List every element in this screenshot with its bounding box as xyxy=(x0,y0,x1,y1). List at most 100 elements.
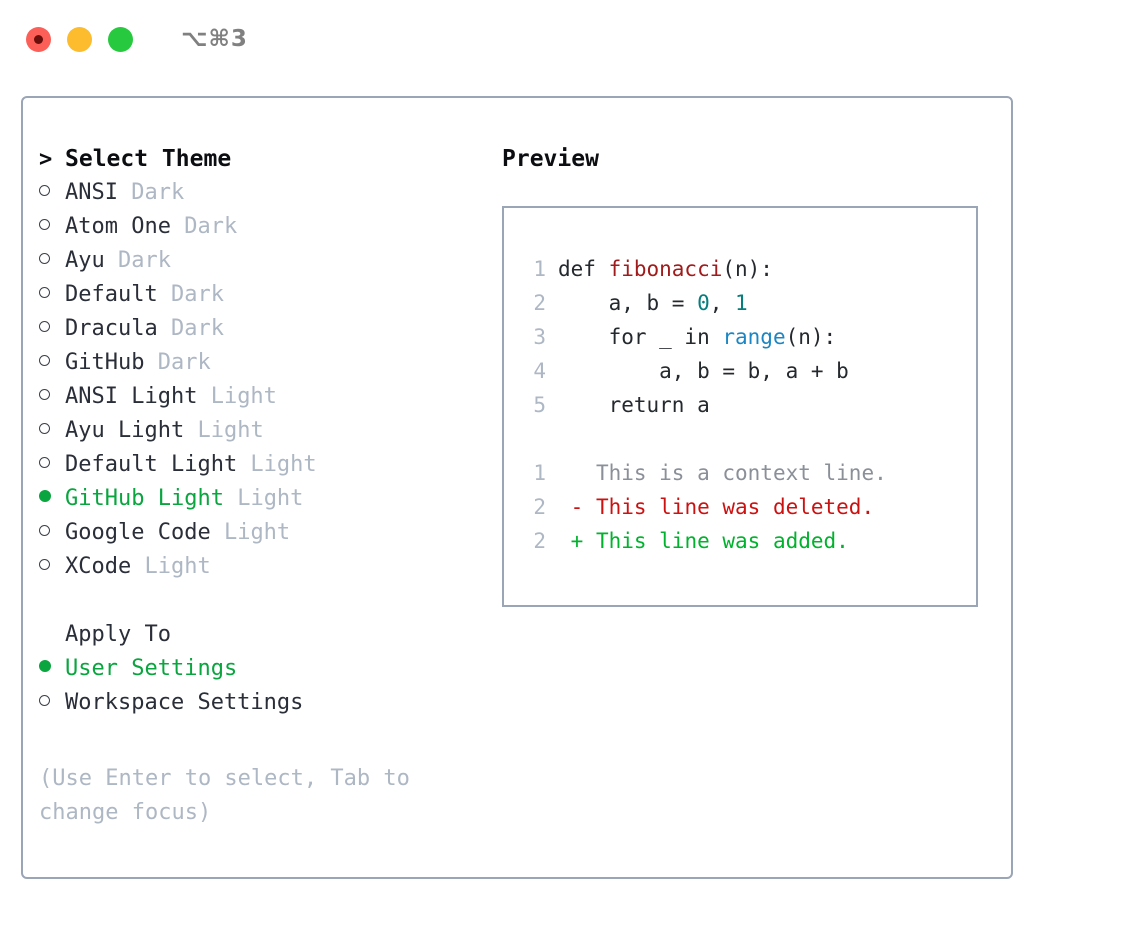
apply-to-option-label: User Settings xyxy=(65,656,238,681)
theme-name-label: GitHub xyxy=(65,350,145,375)
code-line-content: a, b = b, a + b xyxy=(558,354,849,388)
theme-variant-tag: Light xyxy=(223,486,304,511)
code-line-content: return a xyxy=(558,388,710,422)
radio-unselected-icon[interactable] xyxy=(39,389,50,400)
code-line: 2 a, b = 0, 1 xyxy=(522,286,976,320)
code-token-plain: def xyxy=(558,257,609,281)
radio-selected-icon[interactable] xyxy=(39,490,51,502)
apply-to-radio-marker xyxy=(39,686,65,720)
preview-heading: Preview xyxy=(502,146,599,172)
code-token-plain: (n): xyxy=(722,257,773,281)
apply-to-option[interactable]: User Settings xyxy=(39,652,469,686)
code-token-plain: a, b = b, a + b xyxy=(558,359,849,383)
diff-sign: + xyxy=(558,529,596,553)
code-line-number: 5 xyxy=(533,393,546,417)
code-token-num: 0 xyxy=(697,291,710,315)
theme-name-label: Ayu xyxy=(65,248,105,273)
code-diff-spacer xyxy=(522,422,976,456)
code-token-plain: , xyxy=(709,291,736,315)
theme-list-item[interactable]: ANSI Light Light xyxy=(39,380,469,414)
apply-to-radio-marker xyxy=(39,652,65,686)
close-window-button[interactable] xyxy=(26,26,51,52)
theme-variant-tag: Dark xyxy=(104,248,171,273)
minimize-window-button[interactable] xyxy=(67,26,92,52)
diff-line: 2 - This line was deleted. xyxy=(522,490,976,524)
theme-variant-tag: Dark xyxy=(144,350,211,375)
radio-selected-icon[interactable] xyxy=(39,660,51,672)
diff-line: 2 + This line was added. xyxy=(522,524,976,558)
theme-list-item[interactable]: ANSI Dark xyxy=(39,176,469,210)
diff-sign xyxy=(558,456,596,490)
theme-name-label: Ayu Light xyxy=(65,418,185,443)
radio-unselected-icon[interactable] xyxy=(39,287,50,298)
theme-list-item[interactable]: Google Code Light xyxy=(39,516,469,550)
theme-radio-marker xyxy=(39,312,65,346)
keyboard-shortcut-label: ⌥⌘3 xyxy=(181,26,248,52)
apply-to-option-label: Workspace Settings xyxy=(65,690,304,715)
radio-unselected-icon[interactable] xyxy=(39,185,50,196)
code-line: 4 a, b = b, a + b xyxy=(522,354,976,388)
theme-radio-marker xyxy=(39,482,65,516)
theme-variant-tag: Dark xyxy=(170,214,238,239)
theme-list-item[interactable]: XCode Light xyxy=(39,550,469,584)
radio-unselected-icon[interactable] xyxy=(39,695,50,706)
theme-list-item[interactable]: GitHub Light Light xyxy=(39,482,469,516)
select-theme-heading-label: Select Theme xyxy=(65,146,232,172)
code-token-fn: fibonacci xyxy=(608,257,723,281)
theme-variant-tag: Light xyxy=(197,384,277,409)
code-token-plain: return a xyxy=(558,393,710,417)
theme-variant-tag: Dark xyxy=(117,180,185,205)
diff-line: 1 This is a context line. xyxy=(522,456,976,490)
radio-unselected-icon[interactable] xyxy=(39,457,50,468)
theme-name-label: ANSI Light xyxy=(65,384,198,409)
radio-unselected-icon[interactable] xyxy=(39,321,50,332)
theme-variant-tag: Dark xyxy=(157,316,224,341)
radio-unselected-icon[interactable] xyxy=(39,355,50,366)
radio-unselected-icon[interactable] xyxy=(39,219,50,230)
apply-to-heading: Apply To xyxy=(39,618,469,652)
radio-unselected-icon[interactable] xyxy=(39,253,50,264)
radio-unselected-icon[interactable] xyxy=(39,525,50,536)
apply-to-option[interactable]: Workspace Settings xyxy=(39,686,469,720)
zoom-window-button[interactable] xyxy=(108,26,133,52)
code-line-number: 3 xyxy=(533,325,546,349)
theme-list-item[interactable]: GitHub Dark xyxy=(39,346,469,380)
radio-unselected-icon[interactable] xyxy=(39,423,50,434)
theme-name-label: Google Code xyxy=(65,520,211,545)
traffic-light-group xyxy=(26,26,133,52)
theme-list-item[interactable]: Ayu Dark xyxy=(39,244,469,278)
theme-radio-marker xyxy=(39,414,65,448)
theme-radio-marker xyxy=(39,550,65,584)
code-line-content: def fibonacci(n): xyxy=(558,252,773,286)
code-token-plain: (n): xyxy=(785,325,837,349)
theme-list-item[interactable]: Dracula Dark xyxy=(39,312,469,346)
theme-variant-tag: Light xyxy=(237,452,317,477)
theme-name-label: Dracula xyxy=(65,316,158,341)
theme-name-label: Default Light xyxy=(65,452,238,477)
theme-list-item[interactable]: Default Dark xyxy=(39,278,469,312)
diff-line-text: This is a context line. xyxy=(595,461,887,485)
code-line-number: 1 xyxy=(533,257,546,281)
cursor-prefix-icon: > xyxy=(39,147,66,172)
title-bar: ⌥⌘3 xyxy=(0,0,1140,78)
theme-list-item[interactable]: Default Light Light xyxy=(39,448,469,482)
theme-radio-marker xyxy=(39,210,65,244)
theme-list-item[interactable]: Ayu Light Light xyxy=(39,414,469,448)
theme-radio-marker xyxy=(39,176,65,210)
code-token-plain: a, b = xyxy=(558,291,698,315)
diff-line-number: 1 xyxy=(533,461,546,485)
theme-name-label: Atom One xyxy=(65,214,171,239)
theme-radio-marker xyxy=(39,244,65,278)
radio-unselected-icon[interactable] xyxy=(39,559,50,570)
theme-radio-marker xyxy=(39,278,65,312)
theme-list-item[interactable]: Atom One Dark xyxy=(39,210,469,244)
theme-variant-tag: Dark xyxy=(157,282,224,307)
select-theme-heading: > Select Theme xyxy=(39,142,469,176)
theme-name-label: XCode xyxy=(65,554,132,579)
